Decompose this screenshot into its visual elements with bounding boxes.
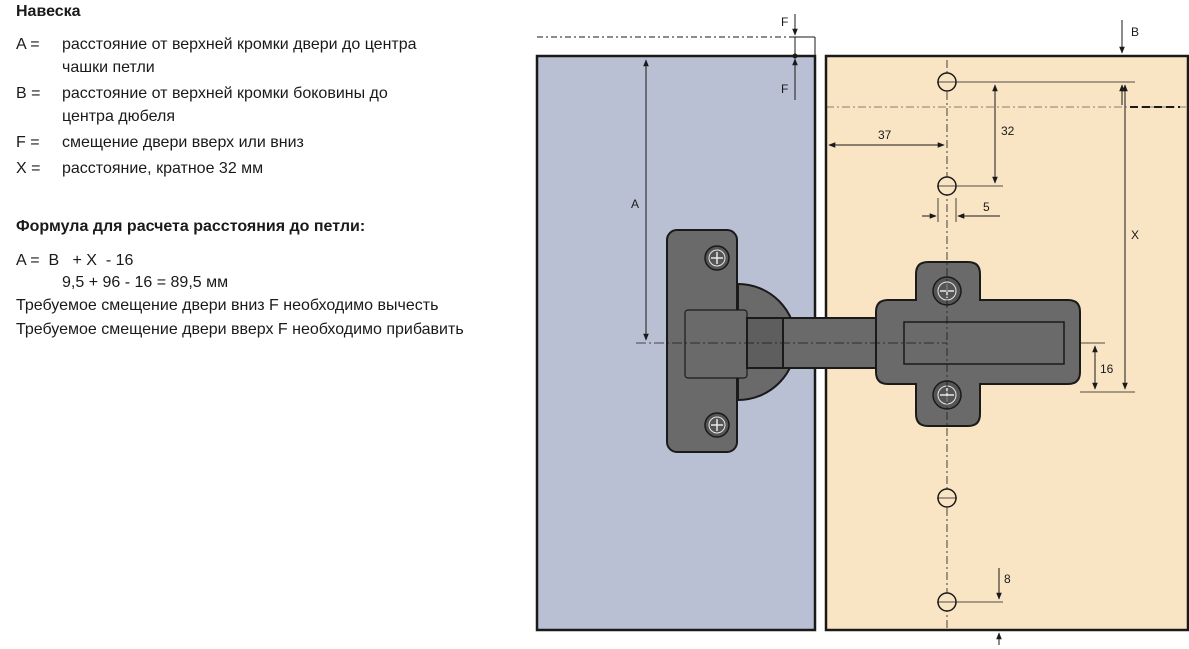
dim-5-label: 5	[983, 200, 990, 214]
f-label-bottom: F	[781, 82, 788, 96]
formula-title: Формула для расчета расстояния до петли:	[16, 218, 366, 235]
dim-a-label: A	[631, 197, 639, 211]
system-hole-4	[937, 592, 957, 612]
system-hole-1	[937, 72, 957, 92]
definition-b: B = расстояние от верхней кромки боковин…	[16, 82, 432, 128]
dim-8-label: 8	[1004, 572, 1011, 586]
definitions-list: A = расстояние от верхней кромки двери д…	[16, 33, 432, 183]
definition-text: расстояние, кратное 32 мм	[62, 160, 264, 177]
f-label-top: F	[781, 15, 788, 29]
definition-a: A = расстояние от верхней кромки двери д…	[16, 33, 432, 79]
dim-b-label: B	[1131, 25, 1139, 39]
definition-text: расстояние от верхней кромки двери до це…	[62, 36, 417, 76]
screw-door-upper	[704, 245, 730, 271]
note-offset-down: Требуемое смещение двери вниз F необходи…	[16, 297, 439, 314]
f-dot	[792, 53, 798, 59]
note-offset-up: Требуемое смещение двери вверх F необход…	[16, 321, 464, 338]
definition-key: B =	[16, 85, 41, 102]
system-hole-3	[937, 488, 957, 508]
dim-37-label: 37	[878, 128, 892, 142]
dim-32-label: 32	[1001, 124, 1015, 138]
dim-x-label: X	[1131, 228, 1139, 242]
definition-key: F =	[16, 134, 40, 151]
system-hole-2	[937, 176, 957, 196]
legend-title: Навеска	[16, 3, 81, 20]
definition-key: X =	[16, 160, 41, 177]
dim-16-label: 16	[1100, 362, 1114, 376]
definition-text: расстояние от верхней кромки боковины до…	[62, 85, 388, 125]
screw-door-lower	[704, 412, 730, 438]
formula-block: A = B + X - 16 9,5 + 96 - 16 = 89,5 мм Т…	[16, 250, 464, 342]
definition-x: X = расстояние, кратное 32 мм	[16, 157, 432, 180]
formula-line-2: 9,5 + 96 - 16 = 89,5 мм	[62, 274, 229, 291]
definition-f: F = смещение двери вверх или вниз	[16, 131, 432, 154]
definition-text: смещение двери вверх или вниз	[62, 134, 304, 151]
hinge-mounting-plate-window	[903, 321, 1065, 365]
definition-key: A =	[16, 36, 40, 53]
hinge-door-plate-slot	[684, 309, 748, 379]
formula-line-1: A = B + X - 16	[16, 252, 134, 269]
